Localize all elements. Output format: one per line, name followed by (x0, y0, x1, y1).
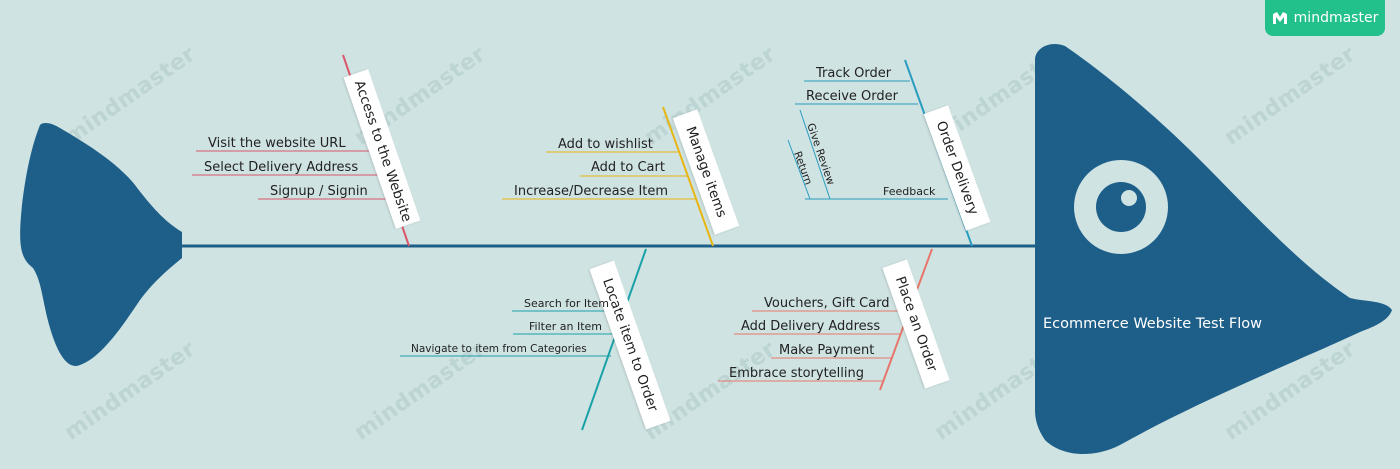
mindmaster-badge[interactable]: mindmaster (1265, 0, 1385, 36)
badge-label: mindmaster (1293, 10, 1379, 26)
fish-eye-shine (1121, 190, 1137, 206)
item-filter-an-item: Filter an Item (529, 320, 602, 333)
item-embrace-storytelling: Embrace storytelling (729, 366, 865, 381)
item-feedback: Feedback (883, 185, 936, 198)
item-make-payment: Make Payment (779, 343, 875, 358)
item-select-delivery-address: Select Delivery Address (204, 160, 359, 175)
item-add-to-wishlist: Add to wishlist (558, 137, 653, 152)
fish-tail (20, 123, 182, 366)
item-search-for-item: Search for Item (524, 297, 609, 310)
item-add-delivery-address: Add Delivery Address (741, 319, 881, 334)
item-navigate-categories: Navigate to item from Categories (411, 343, 587, 355)
item-vouchers-gift-card: Vouchers, Gift Card (764, 296, 890, 311)
item-signup-signin: Signup / Signin (270, 184, 368, 199)
mindmaster-logo-icon (1272, 12, 1287, 24)
diagram-title: Ecommerce Website Test Flow (1043, 316, 1262, 332)
item-track-order: Track Order (816, 66, 892, 81)
item-add-to-cart: Add to Cart (591, 160, 665, 175)
item-receive-order: Receive Order (806, 89, 898, 104)
twig-give-review (799, 109, 831, 200)
fish-eye-pupil (1096, 182, 1146, 232)
item-visit-website-url: Visit the website URL (208, 136, 346, 151)
twig-return (787, 139, 811, 200)
fish-head (1035, 43, 1392, 455)
item-increase-decrease: Increase/Decrease Item (514, 184, 669, 199)
